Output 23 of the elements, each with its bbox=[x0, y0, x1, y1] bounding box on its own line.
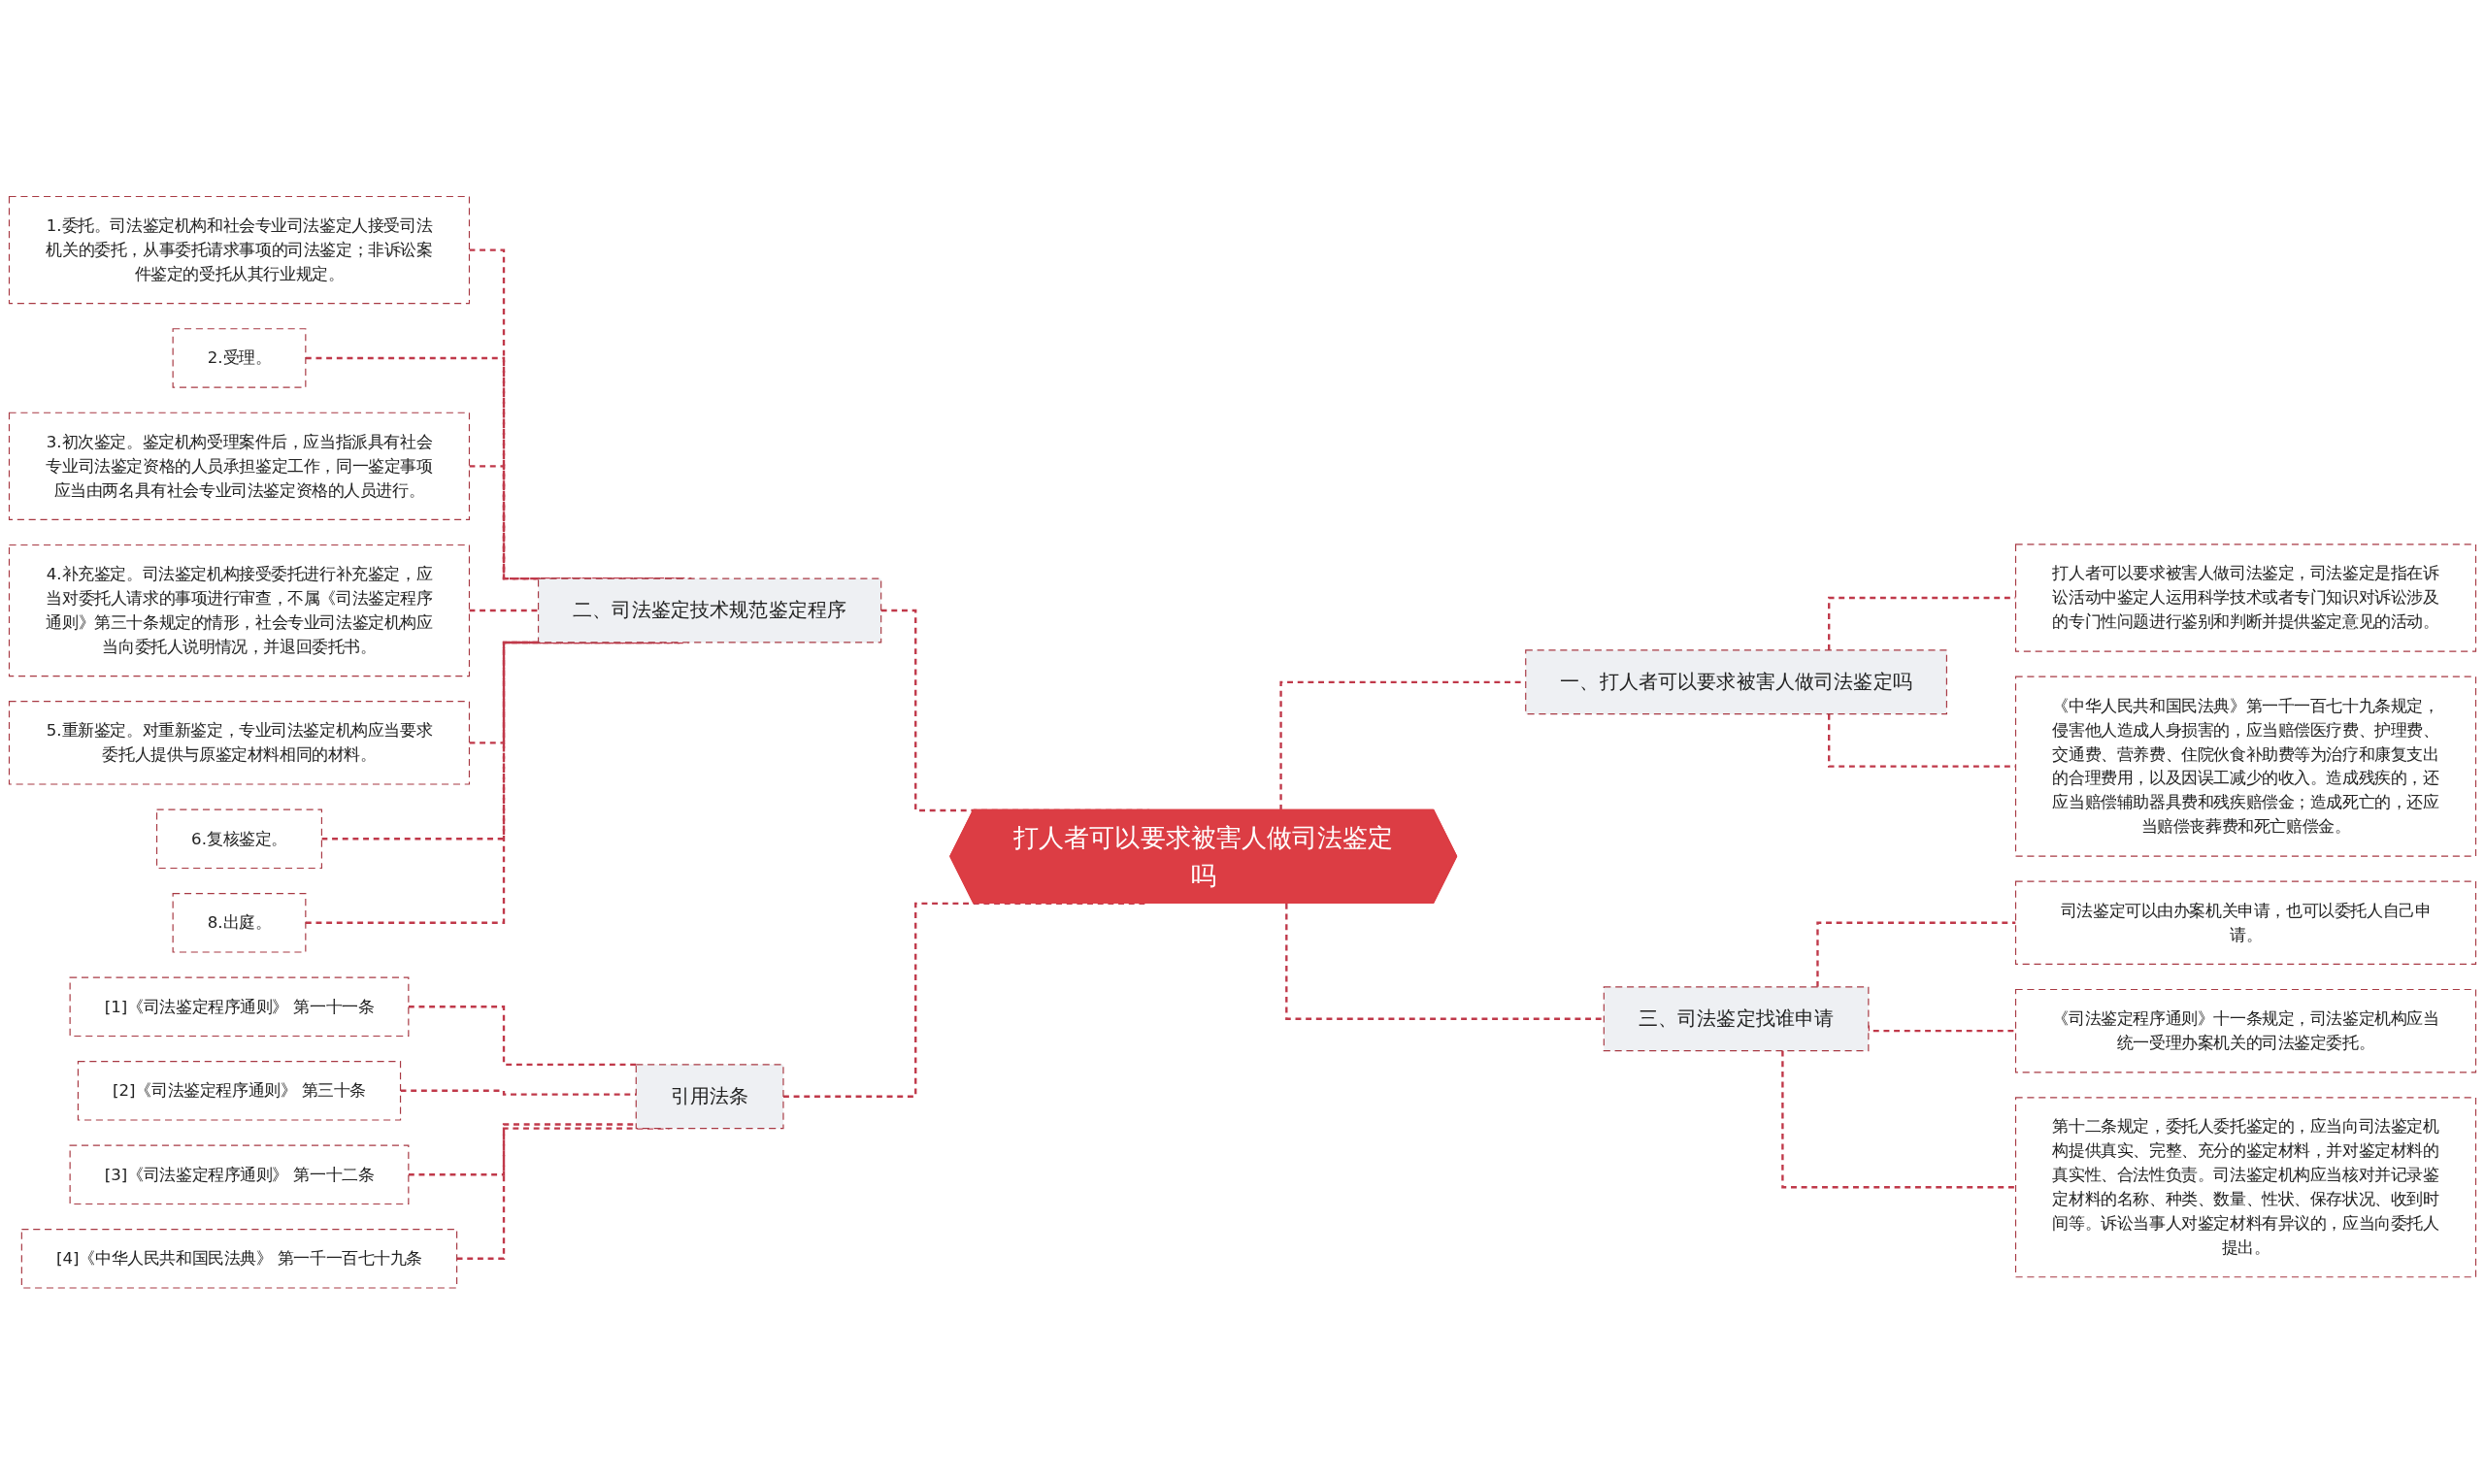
node-box: 三、司法鉴定找谁申请 bbox=[1603, 986, 1870, 1051]
node-box: 3.初次鉴定。鉴定机构受理案件后，应当指派具有社会专业司法鉴定资格的人员承担鉴定工作，同一鉴定事项应当由两名具有社会专业司法鉴定资格的人员进行。 bbox=[8, 412, 471, 520]
node-box: 2.受理。 bbox=[172, 327, 307, 388]
node-box: 司法鉴定可以由办案机关申请，也可以委托人自己申请。 bbox=[2014, 880, 2477, 965]
connector bbox=[1781, 1050, 2016, 1189]
node-box: 5.重新鉴定。对重新鉴定，专业司法鉴定机构应当要求委托人提供与原鉴定材料相同的材料。 bbox=[8, 700, 471, 785]
node-box: [2]《司法鉴定程序通则》 第三十条 bbox=[77, 1060, 402, 1121]
node-box: [3]《司法鉴定程序通则》 第一十二条 bbox=[69, 1144, 410, 1204]
connector bbox=[1816, 921, 2016, 987]
node-box: 《司法鉴定程序通则》十一条规定，司法鉴定机构应当统一受理办案机关的司法鉴定委托。 bbox=[2014, 988, 2477, 1073]
node-box: 4.补充鉴定。司法鉴定机构接受委托进行补充鉴定，应当对委托人请求的事项进行审查，不属《司法鉴定程序通则》第三十条规定的情形，社会专业司法鉴定机构应当向委托人说明情况，并退回委托书。 bbox=[8, 544, 471, 676]
node-box: 引用法条 bbox=[635, 1064, 784, 1129]
node-box: [1]《司法鉴定程序通则》 第一十一条 bbox=[69, 976, 410, 1037]
node-box: 一、打人者可以要求被害人做司法鉴定吗 bbox=[1525, 649, 1947, 715]
node-box: [4]《中华人民共和国民法典》 第一千一百七十九条 bbox=[20, 1228, 458, 1289]
connector bbox=[1285, 903, 1605, 1020]
node-box: 《中华人民共和国民法典》第一千一百七十九条规定，侵害他人造成人身损害的，应当赔偿医疗费、护理费、交通费、营养费、住院伙食补助费等为治疗和康复支出的合理费用，以及因误工减少的收入。造成残疾的，还应当赔偿辅助器具费和残疾赔偿金；造成死亡的，还应当赔偿丧葬费和死亡赔偿金。 bbox=[2014, 676, 2477, 857]
node-box: 8.出庭。 bbox=[172, 892, 307, 953]
node-box: 6.复核鉴定。 bbox=[155, 808, 322, 869]
node-box: 二、司法鉴定技术规范鉴定程序 bbox=[538, 577, 882, 643]
node-box: 第十二条规定，委托人委托鉴定的，应当向司法鉴定机构提供真实、完整、充分的鉴定材料，并对鉴定材料的真实性、合法性负责。司法鉴定机构应当核对并记录鉴定材料的名称、种类、数量、性状、保存状况、收到时间等。诉讼当事人对鉴定材料有异议的，应当向委托人提出。 bbox=[2014, 1097, 2477, 1278]
node-box: 打人者可以要求被害人做司法鉴定，司法鉴定是指在诉讼活动中鉴定人运用科学技术或者专门知识对诉讼涉及的专门性问题进行鉴别和判断并提供鉴定意见的活动。 bbox=[2014, 544, 2477, 652]
node-box: 1.委托。司法鉴定机构和社会专业司法鉴定人接受司法机关的委托，从事委托请求事项的司法鉴定；非诉讼案件鉴定的受托从其行业规定。 bbox=[8, 195, 471, 305]
